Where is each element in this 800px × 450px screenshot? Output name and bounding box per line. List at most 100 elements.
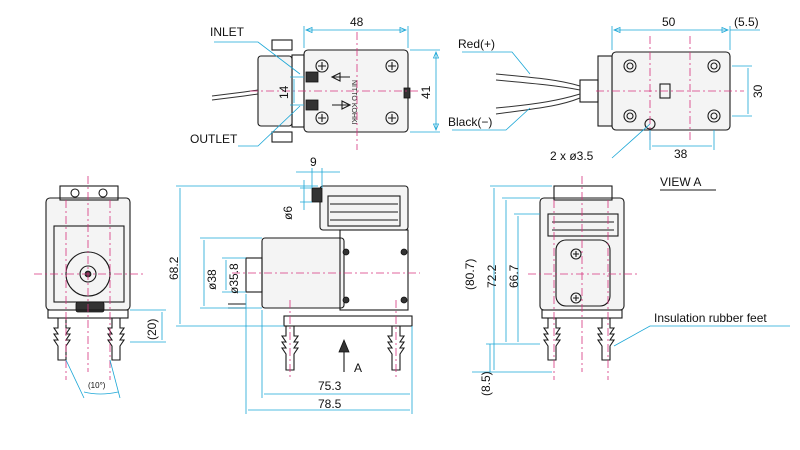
right-view: (80.7) 72.2 66.7 (8.5) Insulation rubber… [463,176,790,396]
feet-label: Insulation rubber feet [654,311,767,325]
dim-line-6 [300,180,312,210]
feet-leader [613,325,790,347]
outlet-leader [238,105,301,147]
dim-port-length-20: (20) [145,319,159,340]
dim-nozzle-offset-9: 9 [310,155,317,169]
dim-overall-height-68-2: 68.2 [167,256,181,280]
left-top-cap [59,185,119,201]
view-a-title: VIEW A [660,175,701,189]
dim-height-30: 30 [751,84,765,98]
front-pump-head [319,185,409,231]
dim-offset-5-5: (5.5) [734,15,759,29]
red-wire-2 [495,79,581,91]
left-view: (20) (10°) [34,176,166,399]
dim-angle-lines [65,359,121,399]
right-foot-1 [542,317,562,361]
outlet-label: OUTLET [190,132,238,146]
right-head-plate [555,239,611,307]
front-body [339,229,409,311]
dim-angle-10: (10°) [88,381,106,390]
inlet-port [305,71,319,83]
dim-line-48 [303,26,409,48]
dim-line-75-3 [261,310,413,398]
front-center-lines [232,272,420,380]
outlet-port [305,99,319,111]
holes-leader [611,123,651,159]
dim-line-35-8 [222,257,246,293]
holes-label: 2 x ø3.5 [550,149,594,163]
dim-line-9 [296,168,340,188]
black-leader [452,107,531,131]
dim-length-inner-75-3: 75.3 [318,379,342,393]
screw-icon [315,59,399,125]
dim-total-height-80-7: (80.7) [463,259,477,290]
right-center-lines [528,176,640,380]
body-tab-bottom [271,131,293,143]
dim-line-80-7 [472,185,552,373]
inlet-leader [214,41,301,75]
front-base [283,315,413,327]
inlet-label: INLET [210,25,245,39]
front-terminal-pins [228,303,246,309]
view-a-arrow-icon [338,338,350,353]
left-center-lines [34,176,144,372]
dim-height-41: 41 [419,85,433,99]
red-leader [462,51,531,75]
dim-length-overall-78-5: 78.5 [318,397,342,411]
red-wire [495,73,581,87]
dim-line-30 [732,65,752,117]
front-nozzle [311,187,323,203]
front-foot-1 [280,325,300,371]
front-foot-2 [386,325,406,371]
dim-line-78-5 [245,294,413,414]
dim-width-50: 50 [662,15,676,29]
body-tab-top [271,39,293,51]
left-foot-1 [52,317,72,361]
right-top-cap [553,185,613,201]
front-pump-fins [327,195,401,227]
dim-line-68-2 [176,185,318,327]
dim-arrows-48 [304,26,408,34]
dim-foot-8-5: (8.5) [479,371,493,396]
arrow-label-a: A [354,361,362,375]
dim-line-66-7 [514,213,540,342]
front-view: A 9 ø6 68.2 ø38 ø35.8 75.3 78.5 [167,155,420,414]
dim-line-38 [200,237,262,309]
dim-height-66-7: 66.7 [507,264,521,288]
dim-arrows-50 [612,26,730,34]
lead-wire-bottom [211,93,259,101]
dim-hole-pitch-38: 38 [674,147,688,161]
black-label: Black(−) [448,115,492,129]
front-motor-end [245,257,263,293]
dim-width-48: 48 [350,15,364,29]
dim-motor-dia-38: ø38 [205,269,219,290]
brand-text: NITTO KOHKI [350,80,357,125]
black-wire [495,93,581,109]
top-view: NITTO KOHKI INLET OUTLET 48 41 14 [190,15,440,150]
outlet-arrow-icon [332,100,352,110]
dim-line-50 [611,26,731,50]
right-foot-2 [596,317,616,361]
center-line-a-v [649,36,691,140]
black-wire-2 [495,97,581,115]
dim-arrows-41 [432,50,440,132]
dim-line-20 [130,309,166,343]
left-foot-2 [106,317,126,361]
view-a: Red(+) Black(−) 50 (5.5) 30 38 2 x ø3.5 … [448,15,765,191]
left-center-feet [65,200,111,380]
dim-nozzle-dia-6: ø6 [281,206,295,220]
dim-line-14 [290,76,304,106]
dim-line-41 [410,49,440,133]
dim-motor-inner-dia-35-8: ø35.8 [227,263,241,294]
red-label: Red(+) [458,37,495,51]
side-terminal [403,87,411,99]
dim-height-72-2: 72.2 [485,264,499,288]
dim-port-pitch-14: 14 [277,85,291,99]
mount-hole-icon [623,59,721,130]
right-fins [547,213,619,237]
terminal-block-a [579,79,599,103]
dim-line-38 [649,130,715,150]
inlet-arrow-icon [330,72,350,82]
dim-line-72-2 [486,197,540,345]
